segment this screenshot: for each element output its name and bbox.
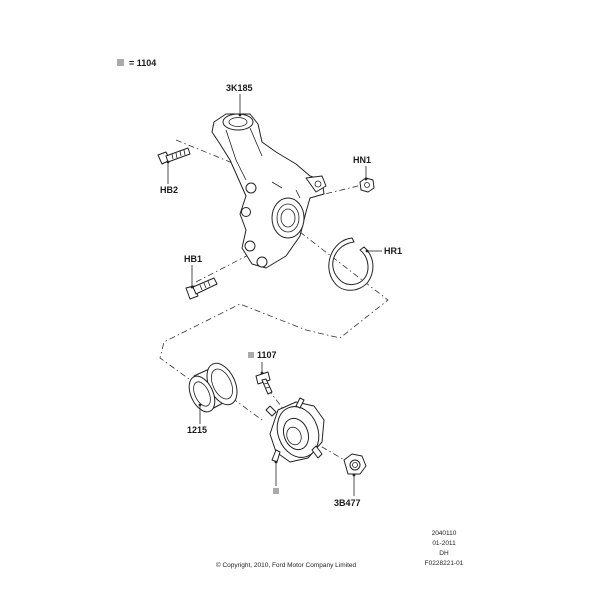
label-hb2: HB2: [160, 185, 178, 195]
ref-line-4: F0228221-01: [425, 560, 464, 567]
label-hn1: HN1: [353, 155, 371, 165]
label-1215: 1215: [187, 425, 207, 435]
legend-marker-square: [117, 59, 124, 66]
ref-line-2: 01-2011: [432, 540, 456, 547]
axis-line-bearing-to-hub: [231, 397, 263, 421]
label-3k185: 3K185: [226, 83, 253, 93]
ref-line-1: 2040110: [432, 530, 457, 537]
label-3b477: 3B477: [334, 498, 361, 508]
legend-text: = 1104: [129, 58, 156, 68]
axis-line-nut: [299, 184, 363, 201]
hub-marker-square: [273, 488, 279, 494]
nut-part: [359, 177, 375, 193]
wheel-hub-part: [265, 397, 325, 463]
steering-knuckle-part: [211, 113, 327, 269]
label-hr1: HR1: [384, 246, 402, 256]
lower-bolt-part: [185, 277, 218, 300]
hub-nut-part: [343, 453, 367, 475]
label-hb1: HB1: [184, 254, 202, 264]
wheel-stud-part: [255, 371, 273, 395]
axis-line-hub-nut: [309, 439, 349, 463]
upper-bolt-part: [157, 147, 191, 165]
retaining-ring-part: [328, 237, 374, 291]
copyright-text: © Copyright, 2010, Ford Motor Company Li…: [216, 561, 357, 569]
label-1107: 1107: [257, 350, 277, 360]
stud-marker-square: [248, 352, 254, 358]
ref-line-3: DH: [439, 550, 449, 557]
wheel-bearing-part: [188, 362, 238, 413]
